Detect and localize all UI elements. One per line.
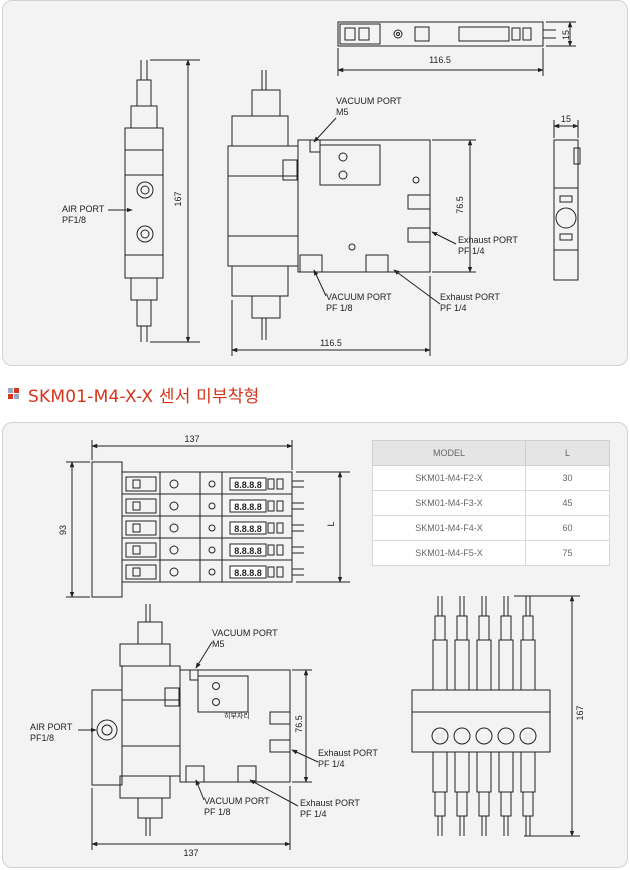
dim-height-765: 76.5 (455, 196, 465, 214)
table-header-model: MODEL (372, 440, 526, 466)
valve-column (453, 596, 471, 836)
exhaust-bottom-label: Exhaust PORT (440, 292, 500, 302)
sensor-display-digits: 8.8.8.8 (234, 568, 262, 578)
bottom-side-view-body (91, 604, 291, 836)
sensor-module-row: 8.8.8.8 (125, 542, 304, 558)
b-exhaust-side-size: PF 1/4 (318, 759, 345, 769)
valve-column (497, 596, 515, 836)
vacuum-port-pf-size: PF 1/8 (326, 303, 353, 313)
b-vacuum-m5-size: M5 (212, 639, 225, 649)
b-air-port-size: PF1/8 (30, 733, 54, 743)
blank-plate-label: 히부자리 (224, 711, 250, 720)
b-dim-137-bottom: 137 (183, 848, 198, 858)
sensor-display-digits: 8.8.8.8 (234, 546, 262, 556)
table-header-l: L (525, 440, 610, 466)
air-port-label: AIR PORT (62, 204, 105, 214)
table-cell-model: SKM01-M4-F4-X (372, 515, 526, 541)
exhaust-bottom-size: PF 1/4 (440, 303, 467, 313)
valve-column (475, 596, 493, 836)
sensor-module-row: 8.8.8.8 (125, 520, 304, 536)
sensor-display-digits: 8.8.8.8 (234, 480, 262, 490)
right-view-body (553, 139, 581, 281)
section-header: SKM01-M4-X-X 센서 미부착형 (8, 382, 260, 407)
exhaust-side-size: PF 1/4 (458, 246, 485, 256)
sensor-display-digits: 8.8.8.8 (234, 524, 262, 534)
sensor-module-row: 8.8.8.8 (125, 498, 304, 514)
table-header-row: MODEL L (372, 440, 610, 466)
sensor-module-row: 8.8.8.8 (125, 564, 304, 580)
dim-height-167: 167 (173, 191, 183, 206)
section-bullet-icon (8, 388, 20, 400)
table-cell-l: 60 (525, 515, 610, 541)
b-vacuum-m5-label: VACUUM PORT (212, 628, 278, 638)
side-view-body (227, 70, 431, 340)
exhaust-side-label: Exhaust PORT (458, 235, 518, 245)
five-module-front-view (411, 689, 551, 753)
b-exhaust-bottom-label: Exhaust PORT (300, 798, 360, 808)
b-vacuum-pf-size: PF 1/8 (204, 807, 231, 817)
air-port-size: PF1/8 (62, 215, 86, 225)
valve-column (519, 596, 537, 836)
dim-137-top: 137 (184, 434, 199, 444)
table-cell-model: SKM01-M4-F2-X (372, 465, 526, 491)
vacuum-port-m5-size: M5 (336, 107, 349, 117)
manifold-top-view (91, 461, 293, 598)
sensor-display-digits: 8.8.8.8 (234, 502, 262, 512)
dim-width-top: 116.5 (429, 55, 451, 65)
section-title: SKM01-M4-X-X 센서 미부착형 (28, 386, 260, 407)
dim-height-top: 15 (561, 30, 571, 40)
b-dim-765: 76.5 (294, 715, 304, 733)
b-air-port-label: AIR PORT (30, 722, 73, 732)
top-drawing-panel (2, 0, 628, 366)
b-exhaust-side-label: Exhaust PORT (318, 748, 378, 758)
dim-side-width: 15 (561, 114, 571, 124)
vacuum-port-pf-label: VACUUM PORT (326, 292, 392, 302)
table-cell-model: SKM01-M4-F3-X (372, 490, 526, 516)
b-vacuum-pf-label: VACUUM PORT (204, 796, 270, 806)
sensor-module-row: 8.8.8.8 (125, 476, 304, 492)
table-cell-l: 75 (525, 540, 610, 566)
vacuum-port-m5-label: VACUUM PORT (336, 96, 402, 106)
front-view-body (124, 60, 164, 342)
top-view-body (337, 21, 556, 47)
table-cell-model: SKM01-M4-F5-X (372, 540, 526, 566)
table-cell-l: 30 (525, 465, 610, 491)
dim-93: 93 (58, 525, 68, 535)
dim-l: L (326, 521, 336, 526)
dim-width-bottom: 116.5 (320, 338, 342, 348)
table-cell-l: 45 (525, 490, 610, 516)
b-dim-167: 167 (575, 705, 585, 720)
valve-column (431, 596, 449, 836)
b-exhaust-bottom-size: PF 1/4 (300, 809, 327, 819)
